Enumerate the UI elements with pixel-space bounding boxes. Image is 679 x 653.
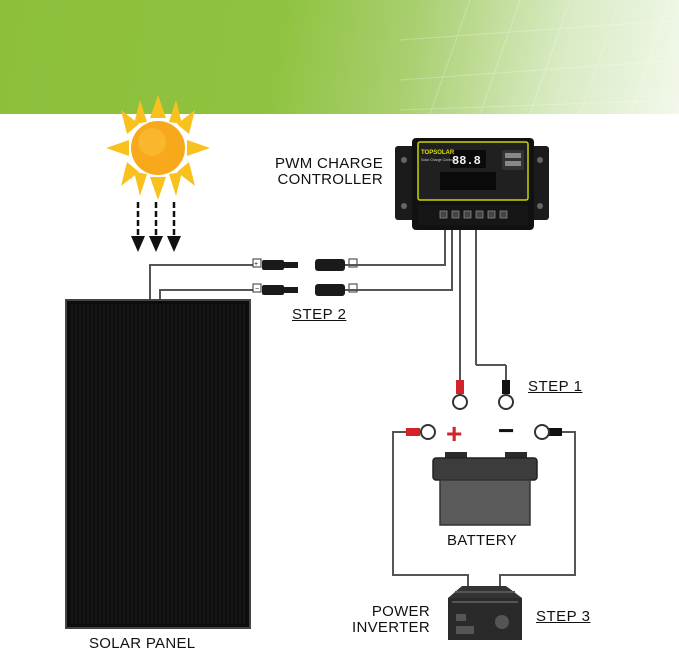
inverter-label: POWER INVERTER (338, 604, 430, 636)
solar-panel-label: SOLAR PANEL (89, 635, 196, 652)
ring-terminals (452, 380, 514, 410)
mc4-connectors (252, 258, 358, 296)
controller-label-line1: PWM CHARGE (275, 155, 383, 172)
banner-grid (399, 0, 679, 115)
panel-wires (149, 264, 255, 300)
header-banner (0, 0, 679, 114)
battery-wires (392, 431, 576, 588)
step-1-label: STEP 1 (528, 378, 583, 395)
battery-minus-sign: − (498, 415, 514, 446)
step-3-label: STEP 3 (536, 608, 591, 625)
controller-label: PWM CHARGE CONTROLLER (260, 156, 383, 188)
battery-plus-sign: + (446, 418, 462, 449)
controller-subtitle: Solar Charge Controller (421, 158, 459, 162)
sun-icon (106, 95, 210, 200)
battery-label: BATTERY (447, 532, 517, 549)
battery-terminals (406, 424, 562, 440)
inverter-label-line1: POWER (371, 603, 430, 620)
controller-label-line2: CONTROLLER (277, 171, 383, 188)
solar-panel (65, 299, 251, 629)
controller-brand: TOPSOLAR (421, 150, 455, 156)
charge-controller (395, 138, 549, 230)
controller-wires (345, 222, 507, 385)
battery-icon (432, 452, 538, 526)
inverter-label-line2: INVERTER (352, 619, 430, 636)
step-2-label: STEP 2 (292, 306, 347, 323)
arrow-down-icon (131, 202, 181, 252)
connector-plus-mark: + (254, 261, 258, 268)
inverter-icon (448, 586, 522, 640)
connector-minus-mark: − (255, 286, 259, 293)
controller-display: 88.8 (452, 154, 481, 168)
